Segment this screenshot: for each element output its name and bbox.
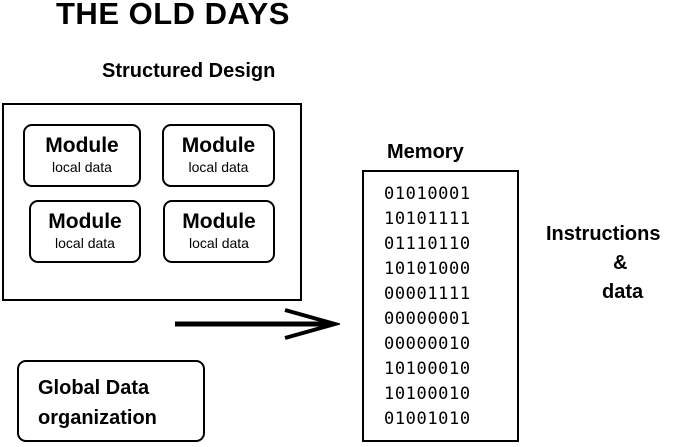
structured-design-box: Module local data Module local data Modu… xyxy=(2,103,302,301)
module-box: Module local data xyxy=(162,124,275,187)
memory-word: 01001010 xyxy=(384,409,471,429)
memory-word-list: 01010001 10101111 01110110 10101000 0000… xyxy=(384,182,471,432)
module-name: Module xyxy=(45,134,119,157)
data-line: data xyxy=(602,281,644,303)
module-box: Module local data xyxy=(23,124,141,187)
memory-word: 00001111 xyxy=(384,284,471,304)
memory-label: Memory xyxy=(387,141,464,163)
module-name: Module xyxy=(48,210,122,233)
structured-design-label: Structured Design xyxy=(102,60,276,82)
memory-word: 01110110 xyxy=(384,234,471,254)
memory-box: 01010001 10101111 01110110 10101000 0000… xyxy=(362,170,519,442)
memory-word: 10101111 xyxy=(384,209,471,229)
module-name: Module xyxy=(182,210,256,233)
module-local-data: local data xyxy=(52,159,112,175)
instructions-line: Instructions xyxy=(546,223,661,245)
ampersand-line: & xyxy=(613,252,628,274)
diagram-title: THE OLD DAYS xyxy=(56,0,290,31)
module-local-data: local data xyxy=(189,235,249,251)
memory-word: 00000010 xyxy=(384,334,471,354)
module-box: Module local data xyxy=(163,200,275,263)
module-local-data: local data xyxy=(55,235,115,251)
instructions-and-data-label: Instructions & data xyxy=(546,220,688,307)
arrow-right-icon xyxy=(175,308,340,340)
module-name: Module xyxy=(181,134,256,157)
organization-line: organization xyxy=(38,407,157,429)
module-box: Module local data xyxy=(29,200,141,263)
memory-word: 01010001 xyxy=(384,184,471,204)
global-data-line: Global Data xyxy=(38,377,150,399)
memory-word: 10101000 xyxy=(384,259,471,279)
memory-word: 10100010 xyxy=(384,359,471,379)
global-data-organization-box: Global Data organization xyxy=(17,360,205,442)
memory-word: 10100010 xyxy=(384,384,471,404)
module-local-data: local data xyxy=(188,159,249,175)
memory-word: 00000001 xyxy=(384,309,471,329)
